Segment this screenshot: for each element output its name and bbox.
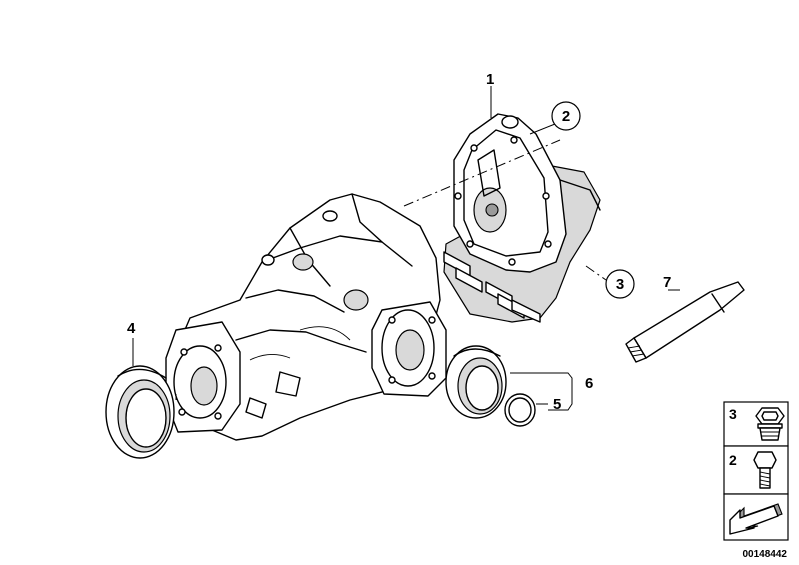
legend-item-arrow[interactable] (723, 493, 789, 541)
callout-6: 6 (585, 375, 593, 392)
callout-1: 1 (486, 71, 494, 88)
o-ring[interactable] (504, 393, 536, 427)
right-shaft-seal[interactable] (445, 345, 507, 419)
alignment-line-bolt (585, 265, 607, 281)
leader-6 (510, 372, 573, 411)
callout-5: 5 (553, 396, 561, 413)
callout-3-circle (605, 269, 635, 299)
legend-number-3: 3 (729, 406, 737, 422)
arrow-icon (729, 503, 783, 535)
differential-housing[interactable] (177, 193, 441, 441)
legend-item-bolt[interactable]: 2 (723, 445, 789, 495)
screw-plug-icon (755, 407, 785, 441)
right-output-flange[interactable] (371, 301, 447, 397)
alignment-line-cover (403, 139, 561, 207)
legend-item-screw-plug[interactable]: 3 (723, 401, 789, 447)
legend-number-2: 2 (729, 452, 737, 468)
callout-2: 2 (562, 108, 570, 125)
callout-2-circle (551, 101, 581, 131)
reference-number: 00148442 (743, 549, 788, 560)
bolt-icon (753, 451, 777, 489)
differential-cover[interactable] (443, 113, 601, 323)
callout-4: 4 (127, 320, 136, 337)
leader-2 (529, 123, 556, 135)
callout-7: 7 (663, 274, 671, 291)
callout-3: 3 (616, 276, 624, 293)
left-output-flange[interactable] (165, 321, 241, 433)
sealant-tube[interactable] (625, 281, 745, 363)
left-shaft-seal[interactable] (105, 365, 175, 459)
